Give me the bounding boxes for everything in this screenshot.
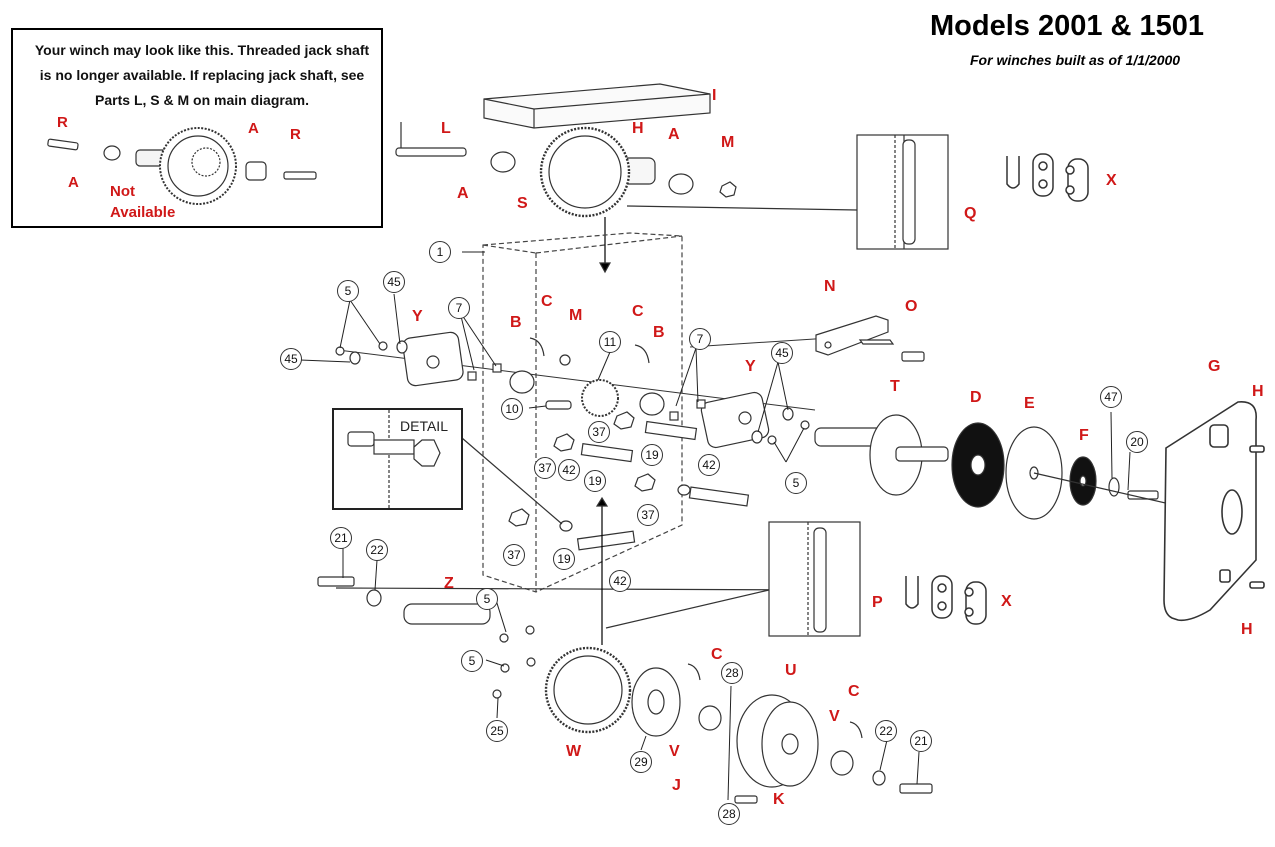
part-label-m-mid: M — [569, 307, 583, 324]
part-label-v-left: V — [669, 743, 680, 760]
inset-label-r2: R — [290, 126, 301, 143]
part-label-z: Z — [444, 575, 454, 592]
part-label-n: N — [824, 278, 836, 295]
inset-drawing — [47, 127, 317, 205]
part-label-a-top-right: A — [668, 126, 680, 143]
part-number-25: 25 — [486, 720, 508, 742]
part-label-h-cover-bottom: H — [1241, 621, 1253, 638]
part-label-m-top: M — [721, 134, 735, 151]
part-label-a-top-left: A — [457, 185, 469, 202]
master-link-x-bottom — [905, 575, 987, 625]
inset-note-box: Your winch may look like this. Threaded … — [11, 28, 383, 228]
part-number-45-left: 45 — [383, 271, 405, 293]
part-label-h-top: H — [632, 120, 644, 137]
part-number-5-bottom-b: 5 — [461, 650, 483, 672]
part-label-y-left: Y — [412, 308, 423, 325]
part-label-q: Q — [964, 205, 977, 222]
not-available-label: Not Available — [110, 183, 176, 221]
part-number-10: 10 — [501, 398, 523, 420]
part-number-29: 29 — [630, 751, 652, 773]
part-number-19-b: 19 — [584, 470, 606, 492]
part-number-47: 47 — [1100, 386, 1122, 408]
part-label-c-bottom-right: C — [848, 683, 860, 700]
part-number-7-left: 7 — [448, 297, 470, 319]
page-subtitle: For winches built as of 1/1/2000 — [970, 52, 1181, 68]
part-number-21-right: 21 — [910, 730, 932, 752]
cover-g — [1163, 401, 1265, 622]
part-label-v-right: V — [829, 708, 840, 725]
part-number-20: 20 — [1126, 431, 1148, 453]
master-link-x-top — [1006, 153, 1089, 202]
page-title: Models 2001 & 1501 — [930, 10, 1205, 42]
inset-label-a1: A — [68, 174, 79, 191]
part-number-5-right: 5 — [785, 472, 807, 494]
part-number-21-left: 21 — [330, 527, 352, 549]
part-label-i: I — [712, 87, 717, 104]
part-number-1: 1 — [429, 241, 451, 263]
part-number-37-d: 37 — [503, 544, 525, 566]
part-label-l: L — [441, 120, 451, 137]
part-number-19-c: 19 — [553, 548, 575, 570]
part-number-19-a: 19 — [641, 444, 663, 466]
part-label-w: W — [566, 743, 582, 760]
part-number-7-right: 7 — [689, 328, 711, 350]
inset-label-r1: R — [57, 114, 68, 131]
detail-label: DETAIL — [400, 418, 448, 434]
part-label-e: E — [1024, 395, 1035, 412]
part-number-22-right: 22 — [875, 720, 897, 742]
part-label-p: P — [872, 594, 883, 611]
inset-label-a2: A — [248, 120, 259, 137]
part-number-11: 11 — [599, 331, 621, 353]
part-number-37-a: 37 — [588, 421, 610, 443]
detail-drawing — [347, 410, 563, 525]
detail-box: DETAIL — [332, 408, 463, 510]
part-number-5-bottom-a: 5 — [476, 588, 498, 610]
part-label-c-left: C — [541, 293, 553, 310]
part-label-c-right: C — [632, 303, 644, 320]
part-number-42-a: 42 — [558, 459, 580, 481]
part-label-b-right: B — [653, 324, 665, 341]
part-number-42-c: 42 — [609, 570, 631, 592]
part-label-b-left: B — [510, 314, 522, 331]
part-label-c-bottom-left: C — [711, 646, 723, 663]
part-label-j: J — [672, 777, 681, 794]
part-number-5-left: 5 — [337, 280, 359, 302]
drive-assembly — [814, 414, 1241, 521]
part-number-37-c: 37 — [637, 504, 659, 526]
part-label-h-cover-top: H — [1252, 383, 1264, 400]
part-number-45-far-left: 45 — [280, 348, 302, 370]
inset-note-text: Your winch may look like this. Threaded … — [34, 42, 370, 108]
part-label-y-right: Y — [745, 358, 756, 375]
chain-q-inset — [626, 134, 949, 250]
part-number-42-b: 42 — [698, 454, 720, 476]
part-number-45-right: 45 — [771, 342, 793, 364]
part-number-28-bottom: 28 — [718, 803, 740, 825]
bottom-assembly — [317, 496, 933, 804]
part-label-x-top: X — [1106, 172, 1117, 189]
part-label-f: F — [1079, 427, 1089, 444]
part-label-d: D — [970, 389, 982, 406]
part-label-x-bottom: X — [1001, 593, 1012, 610]
part-label-s: S — [517, 195, 528, 212]
part-number-37-b: 37 — [534, 457, 556, 479]
part-number-22-left: 22 — [366, 539, 388, 561]
part-label-k: K — [773, 791, 785, 808]
part-number-28-top: 28 — [721, 662, 743, 684]
chain-p-inset — [605, 521, 861, 637]
part-label-o: O — [905, 298, 918, 315]
part-label-g: G — [1208, 358, 1221, 375]
middle-parts — [335, 331, 810, 551]
jack-shaft-assembly — [395, 83, 737, 274]
winch-frame — [482, 232, 683, 593]
bracket-n — [815, 315, 925, 362]
part-label-t: T — [890, 378, 900, 395]
part-label-u: U — [785, 662, 797, 679]
